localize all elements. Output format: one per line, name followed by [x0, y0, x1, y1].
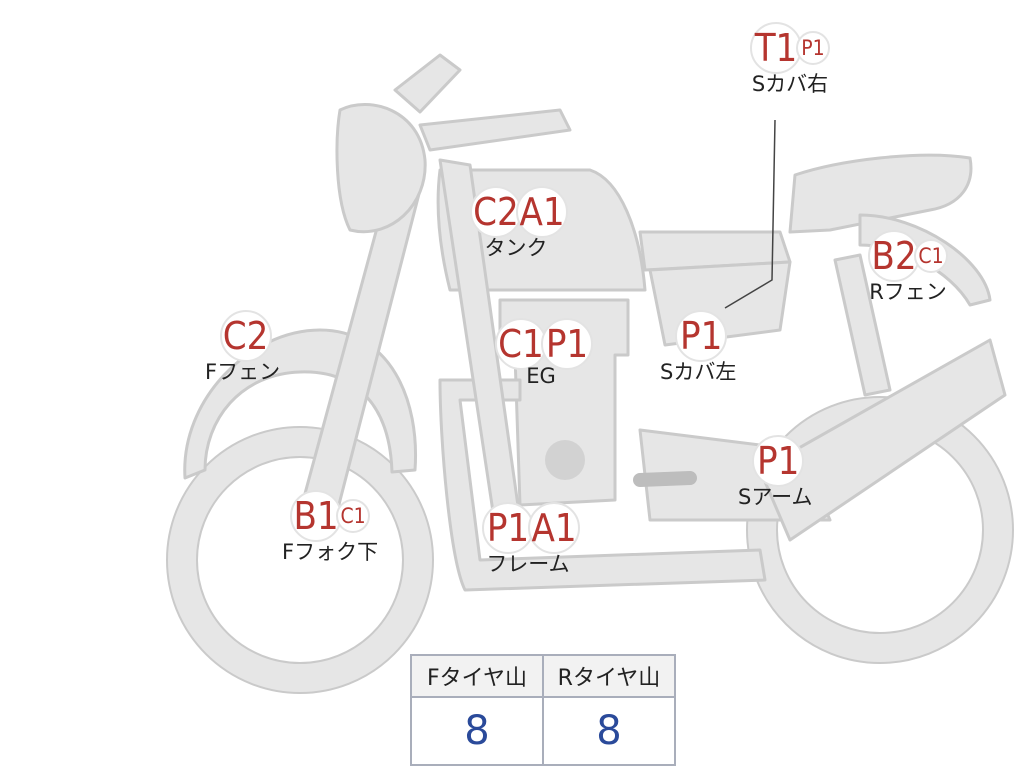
part-label: Fフェン: [205, 360, 281, 384]
rear-tire-tread-value: 8: [542, 696, 676, 766]
seat: [788, 153, 973, 234]
part-label: タンク: [484, 236, 548, 260]
headlight: [335, 102, 427, 234]
damage-code-badge: B1: [290, 490, 343, 542]
handlebar: [393, 53, 462, 114]
damage-code-badge: P1: [796, 31, 830, 65]
damage-code-badge: P1: [541, 318, 593, 370]
footpeg: [633, 471, 697, 487]
part-label: Sカバ左: [660, 360, 737, 384]
damage-code-badge: B2: [868, 230, 920, 282]
damage-code-badge: C2: [470, 186, 522, 238]
damage-code-badge: C1: [914, 239, 948, 273]
front-wheel-inner: [168, 428, 432, 692]
rear-shock: [833, 253, 892, 397]
damage-code-badge: P1: [482, 502, 534, 554]
part-label: EG: [526, 364, 556, 388]
damage-code-badge: A1: [528, 502, 580, 554]
rear-tire-tread-header: Rタイヤ山: [542, 654, 676, 698]
part-label: Rフェン: [869, 280, 947, 304]
damage-code-badge: C1: [336, 499, 371, 533]
frame-upper: [418, 108, 572, 152]
damage-code-badge: P1: [675, 310, 728, 362]
engine-cover: [545, 440, 585, 480]
damage-code-badge: T1: [750, 22, 802, 74]
damage-code-badge: C2: [219, 310, 272, 362]
damage-codes: P1: [675, 310, 728, 362]
tire-tread-table: Fタイヤ山 Rタイヤ山 8 8: [410, 654, 676, 766]
part-label: Sアーム: [738, 485, 813, 509]
part-label: Sカバ右: [751, 72, 829, 96]
front-tire-tread-value: 8: [410, 696, 544, 766]
part-label: フレーム: [486, 552, 570, 576]
muffler: [758, 338, 1007, 542]
damage-codes: P1: [752, 435, 805, 487]
damage-codes: C2: [219, 310, 272, 362]
damage-code-badge: A1: [516, 186, 568, 238]
damage-code-badge: C1: [495, 318, 547, 370]
part-label: Fフォク下: [282, 540, 379, 564]
front-tire-tread-header: Fタイヤ山: [410, 654, 544, 698]
leader-line: [724, 119, 776, 309]
damage-code-badge: P1: [752, 435, 805, 487]
exhaust-pipe: [438, 378, 767, 592]
